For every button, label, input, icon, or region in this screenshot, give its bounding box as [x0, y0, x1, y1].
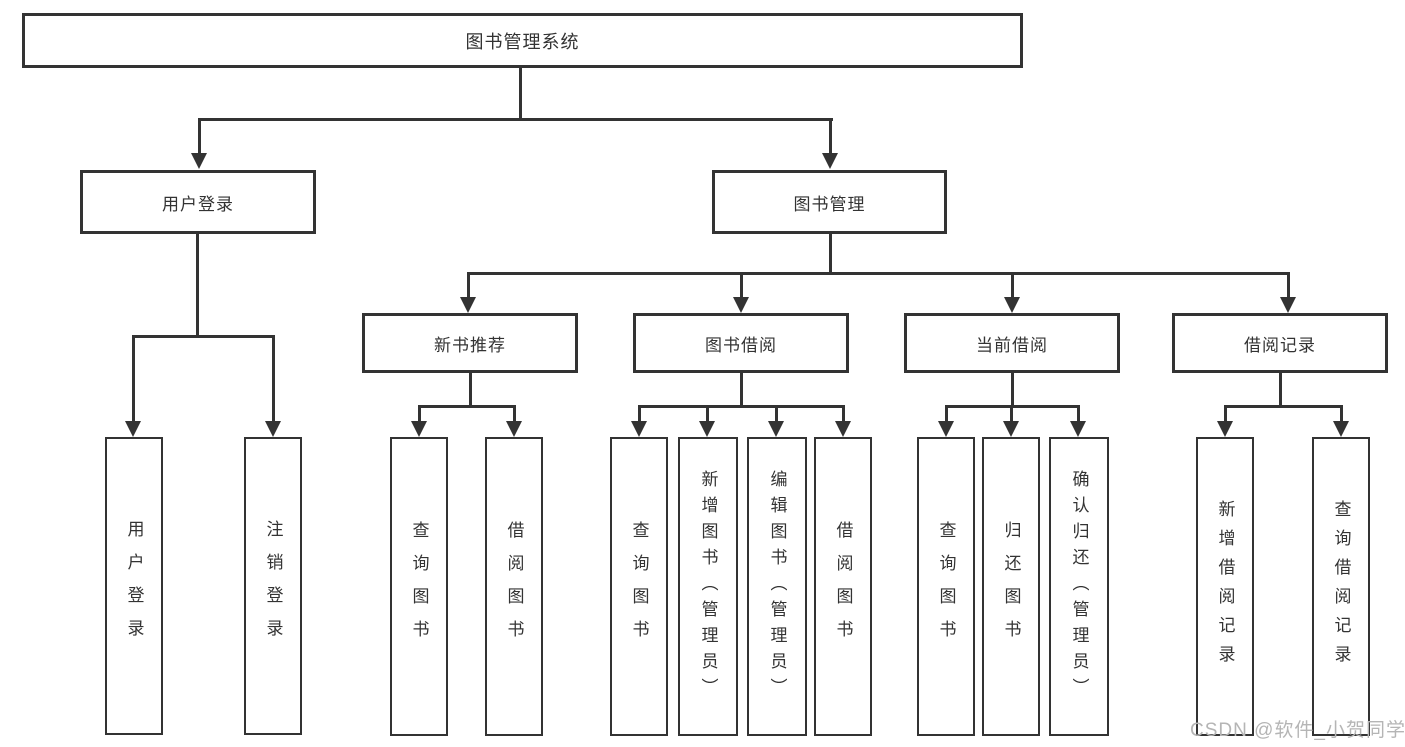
connector-borrow-record-rail — [1224, 405, 1343, 408]
connector-leg — [775, 405, 778, 423]
connector-leg — [945, 405, 948, 423]
connector-arrowhead — [835, 421, 851, 437]
node-user-login: 用户登录 — [80, 170, 316, 234]
connector-leg-user-login-leaf1 — [132, 335, 135, 423]
connector-leg-book-management — [829, 118, 832, 154]
connector-leg-book-borrow — [740, 272, 743, 299]
connector-level2-rail — [467, 272, 1290, 275]
connector-leg — [1224, 405, 1227, 423]
leaf-add-book-admin: 新增图书（管理员） — [678, 437, 738, 736]
csdn-watermark: CSDN @软件_小贺同学 — [1190, 720, 1405, 741]
leaf-edit-book-admin: 编辑图书（管理员） — [747, 437, 807, 736]
connector-leg — [842, 405, 845, 423]
connector-new-book-rail — [418, 405, 516, 408]
leaf-borrow-book-2: 借阅图书 — [814, 437, 872, 736]
leaf-confirm-return-admin: 确认归还（管理员） — [1049, 437, 1109, 736]
node-new-book-recommend: 新书推荐 — [362, 313, 578, 373]
connector-arrowhead — [506, 421, 522, 437]
node-root-system: 图书管理系统 — [22, 13, 1023, 68]
connector-arrowhead — [1004, 297, 1020, 313]
connector-leg-borrow-record — [1287, 272, 1290, 299]
connector-arrowhead — [1070, 421, 1086, 437]
node-current-borrow: 当前借阅 — [904, 313, 1120, 373]
connector-level1-rail — [198, 118, 833, 121]
connector-arrowhead — [460, 297, 476, 313]
connector-arrowhead — [1333, 421, 1349, 437]
connector-arrowhead — [411, 421, 427, 437]
connector-leg — [1340, 405, 1343, 423]
connector-leg-user-login-leaf2 — [272, 335, 275, 423]
connector-arrowhead — [125, 421, 141, 437]
connector-leg — [513, 405, 516, 423]
connector-arrowhead — [699, 421, 715, 437]
connector-book-borrow-rail — [638, 405, 845, 408]
connector-arrowhead — [631, 421, 647, 437]
connector-arrowhead — [733, 297, 749, 313]
leaf-query-borrow-record: 查询借阅记录 — [1312, 437, 1370, 736]
connector-user-login-drop — [196, 234, 199, 338]
leaf-return-book: 归还图书 — [982, 437, 1040, 736]
leaf-query-book-3: 查询图书 — [917, 437, 975, 736]
leaf-borrow-book-1: 借阅图书 — [485, 437, 543, 736]
node-book-management: 图书管理 — [712, 170, 947, 234]
connector-arrowhead — [1217, 421, 1233, 437]
leaf-user-login: 用户登录 — [105, 437, 163, 735]
connector-arrowhead — [191, 153, 207, 169]
connector-arrowhead — [768, 421, 784, 437]
connector-current-borrow-drop — [1011, 373, 1014, 408]
connector-arrowhead — [1003, 421, 1019, 437]
connector-arrowhead — [265, 421, 281, 437]
connector-book-borrow-drop — [740, 373, 743, 408]
connector-borrow-record-drop — [1279, 373, 1282, 408]
leaf-add-borrow-record: 新增借阅记录 — [1196, 437, 1254, 736]
connector-arrowhead — [1280, 297, 1296, 313]
connector-user-login-rail — [132, 335, 275, 338]
connector-new-book-drop — [469, 373, 472, 408]
connector-leg-new-book — [467, 272, 470, 299]
leaf-logout: 注销登录 — [244, 437, 302, 735]
node-book-borrow: 图书借阅 — [633, 313, 849, 373]
connector-leg-user-login — [198, 118, 201, 154]
connector-book-management-drop — [829, 234, 832, 275]
node-borrow-record: 借阅记录 — [1172, 313, 1388, 373]
leaf-query-book-2: 查询图书 — [610, 437, 668, 736]
leaf-query-book-1: 查询图书 — [390, 437, 448, 736]
connector-arrowhead — [822, 153, 838, 169]
connector-arrowhead — [938, 421, 954, 437]
connector-root-drop — [519, 68, 522, 121]
connector-leg — [1077, 405, 1080, 423]
connector-leg — [638, 405, 641, 423]
connector-leg — [706, 405, 709, 423]
connector-leg-current-borrow — [1011, 272, 1014, 299]
connector-leg — [418, 405, 421, 423]
connector-leg — [1010, 405, 1013, 423]
